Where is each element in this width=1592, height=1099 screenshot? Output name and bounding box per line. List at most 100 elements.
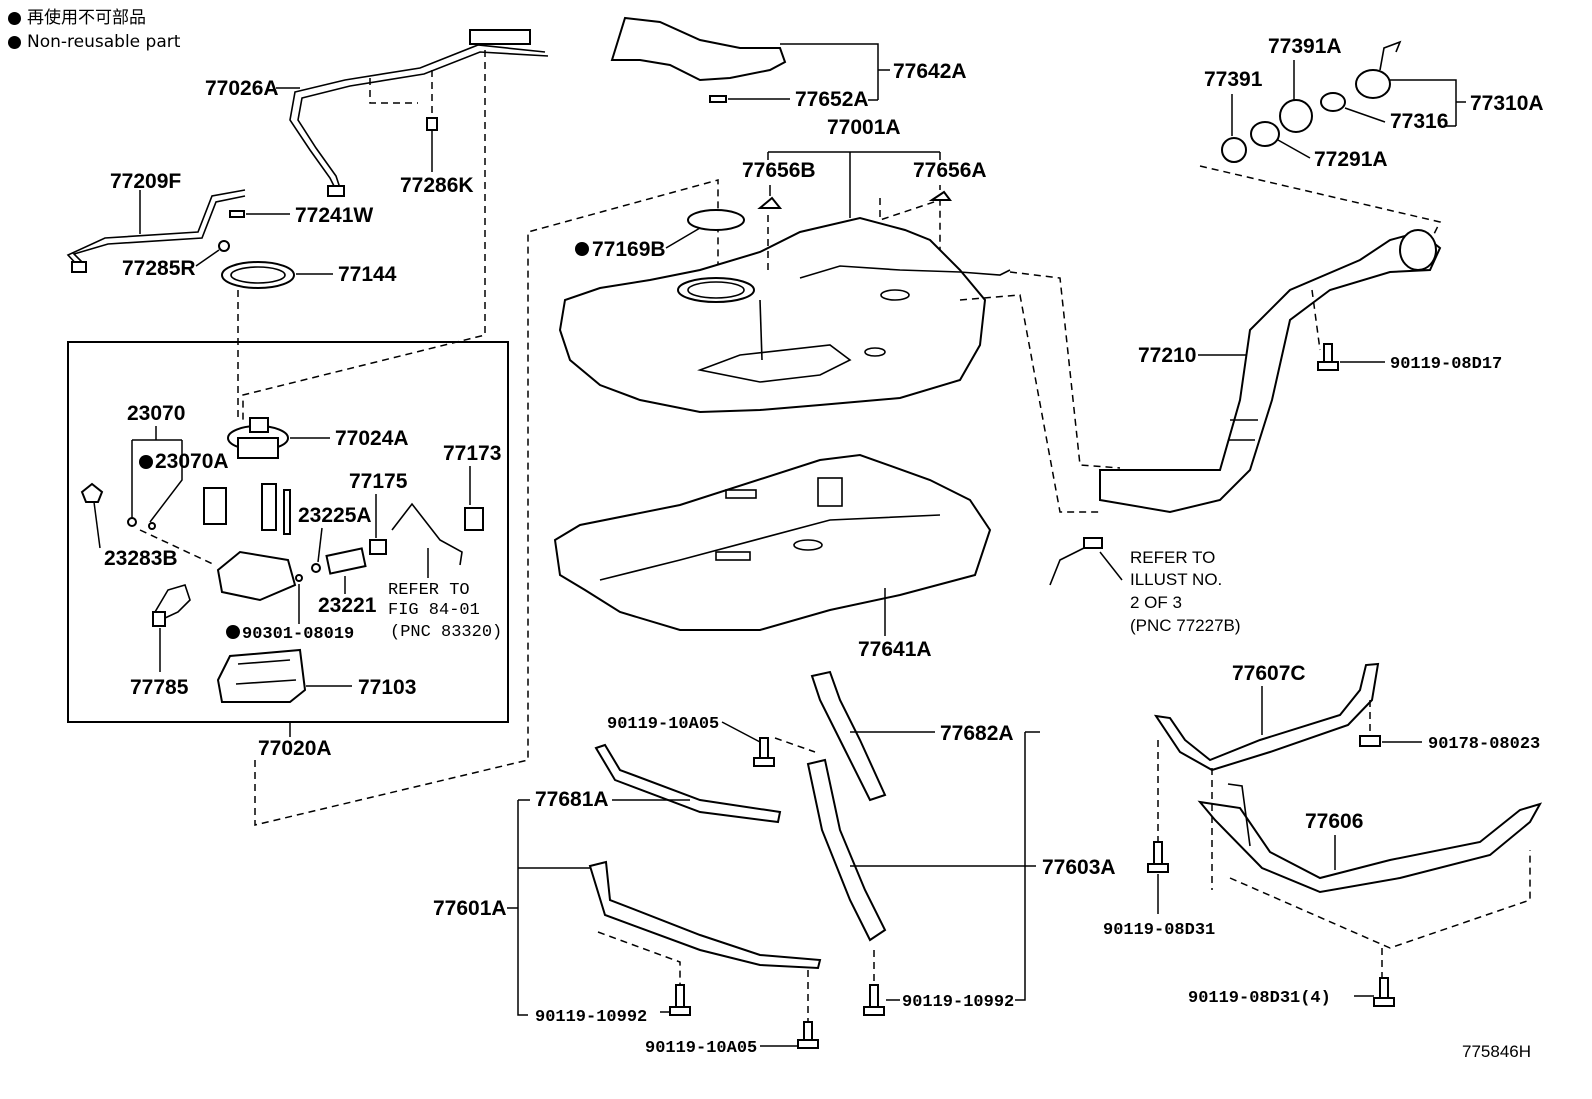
gasket-77169B[interactable]: [687, 209, 745, 231]
label-90119-10A05-top: 90119-10A05: [607, 715, 719, 734]
label-77175: 77175: [349, 470, 408, 493]
fuel-pump-23221[interactable]: [325, 547, 367, 575]
label-77391: 77391: [1204, 68, 1263, 91]
label-77652A: 77652A: [795, 88, 869, 111]
wire-harness[interactable]: [391, 502, 463, 566]
bolt-90119-10A05-bottom[interactable]: [797, 1021, 819, 1049]
tank-protector-77641A[interactable]: [553, 453, 992, 631]
label-77291A: 77291A: [1314, 148, 1388, 171]
bolt-90119-10992-left[interactable]: [669, 984, 691, 1016]
label-90301-08019: 90301-08019: [242, 625, 354, 644]
tube-connector[interactable]: [1049, 537, 1103, 586]
retainer-ring-77144[interactable]: [221, 261, 295, 289]
label-77024A: 77024A: [335, 427, 409, 450]
filter-23225A[interactable]: [311, 563, 321, 573]
protector-77642A[interactable]: [610, 16, 787, 82]
label-77144: 77144: [338, 263, 397, 286]
strap-77601A[interactable]: [588, 860, 822, 970]
refer-fig-line1: REFER TO: [388, 581, 470, 600]
plug-77285R[interactable]: [218, 240, 230, 252]
non-reusable-dot-icon: [8, 11, 21, 25]
label-90178-08023: 90178-08023: [1428, 735, 1540, 754]
non-reusable-dot-icon: [8, 35, 21, 49]
label-90119-08D17: 90119-08D17: [1390, 355, 1502, 374]
label-77682A: 77682A: [940, 722, 1014, 745]
bracket-77173[interactable]: [464, 507, 484, 531]
gasket-77391A[interactable]: [1279, 99, 1313, 133]
label-23283B: 23283B: [104, 547, 178, 570]
label-77316: 77316: [1390, 110, 1448, 133]
fuel-pump-module-box: [67, 341, 509, 723]
legend-english-text: Non-reusable part: [27, 32, 181, 52]
label-77020A: 77020A: [258, 737, 332, 760]
legend-japanese-text: 再使用不可部品: [27, 8, 146, 28]
pad-77652A[interactable]: [709, 95, 727, 103]
label-77656A: 77656A: [913, 159, 987, 182]
label-77286K: 77286K: [400, 174, 474, 197]
refer-illust-line1: REFER TO: [1130, 548, 1215, 567]
bolt-90119-10992-right[interactable]: [863, 984, 885, 1016]
strap-77606[interactable]: [1197, 783, 1543, 894]
refer-fig-line3: (PNC 83320): [390, 623, 502, 642]
non-reusable-dot-icon: [226, 625, 240, 639]
strap-77607C[interactable]: [1153, 662, 1380, 772]
fuel-tank-77001A[interactable]: [558, 216, 1011, 414]
ring-77316[interactable]: [1320, 92, 1346, 112]
wire-harness-77785[interactable]: [152, 584, 191, 627]
clip-77241W[interactable]: [229, 210, 245, 218]
pad-77656B[interactable]: [757, 196, 783, 209]
filter-parts-23070[interactable]: [127, 517, 156, 530]
sender-gauge-77175[interactable]: [369, 539, 387, 555]
bolt-90119-08D31[interactable]: [1147, 841, 1169, 873]
fuel-tube-77026A[interactable]: [289, 29, 549, 197]
label-77681A: 77681A: [535, 788, 609, 811]
bolt-90119-08D17[interactable]: [1317, 343, 1339, 371]
label-90119-08D31: 90119-08D31: [1103, 921, 1215, 940]
pump-bracket-77103[interactable]: [216, 648, 307, 703]
label-77642A: 77642A: [893, 60, 967, 83]
fuel-tube-77209F[interactable]: [66, 189, 246, 273]
label-23225A: 23225A: [298, 504, 372, 527]
refer-illust-line2: ILLUST NO.: [1130, 570, 1222, 589]
label-77103: 77103: [358, 676, 416, 699]
bolt-90119-08D31-4[interactable]: [1373, 977, 1395, 1007]
refer-illust-line3: 2 OF 3: [1130, 593, 1182, 612]
filler-pipe-77210[interactable]: [1099, 229, 1442, 514]
non-reusable-dot-icon: [575, 242, 589, 256]
label-77169B: 77169B: [592, 238, 666, 261]
pump-cover-77024A[interactable]: [227, 417, 289, 459]
refer-illust-line4: (PNC 77227B): [1130, 616, 1241, 635]
bracket-23283B[interactable]: [80, 482, 104, 503]
label-23221: 23221: [318, 594, 377, 617]
legend: 再使用不可部品 Non-reusable part: [8, 6, 180, 54]
gasket-77391[interactable]: [1221, 137, 1247, 163]
nut-90178-08023[interactable]: [1359, 735, 1381, 747]
label-90119-10992-right: 90119-10992: [902, 993, 1014, 1012]
gasket-90301-08019[interactable]: [295, 574, 303, 582]
pad-77656A[interactable]: [928, 190, 952, 201]
clip-77286K[interactable]: [426, 117, 438, 131]
label-77607C: 77607C: [1232, 662, 1306, 685]
label-77391A: 77391A: [1268, 35, 1342, 58]
label-77026A: 77026A: [205, 77, 279, 100]
sender-parts-group[interactable]: [203, 483, 297, 602]
legend-row-english: Non-reusable part: [8, 30, 180, 54]
strap-77603A[interactable]: [806, 758, 887, 942]
strap-77681A[interactable]: [594, 743, 782, 824]
label-23070A: 23070A: [155, 450, 229, 473]
label-77785: 77785: [130, 676, 189, 699]
label-77310A: 77310A: [1470, 92, 1544, 115]
label-77641A: 77641A: [858, 638, 932, 661]
strap-77682A[interactable]: [810, 670, 887, 802]
inlet-77291A[interactable]: [1250, 121, 1280, 147]
legend-row-japanese: 再使用不可部品: [8, 6, 180, 30]
label-77210: 77210: [1138, 344, 1196, 367]
cap-77310A[interactable]: [1355, 40, 1402, 99]
label-77241W: 77241W: [295, 204, 373, 227]
label-90119-10A05-bottom: 90119-10A05: [645, 1039, 757, 1058]
label-23070: 23070: [127, 402, 185, 425]
non-reusable-dot-icon: [139, 455, 153, 469]
label-90119-08D31-4: 90119-08D31(4): [1188, 989, 1331, 1008]
label-77603A: 77603A: [1042, 856, 1116, 879]
bolt-90119-10A05-top[interactable]: [753, 737, 775, 767]
